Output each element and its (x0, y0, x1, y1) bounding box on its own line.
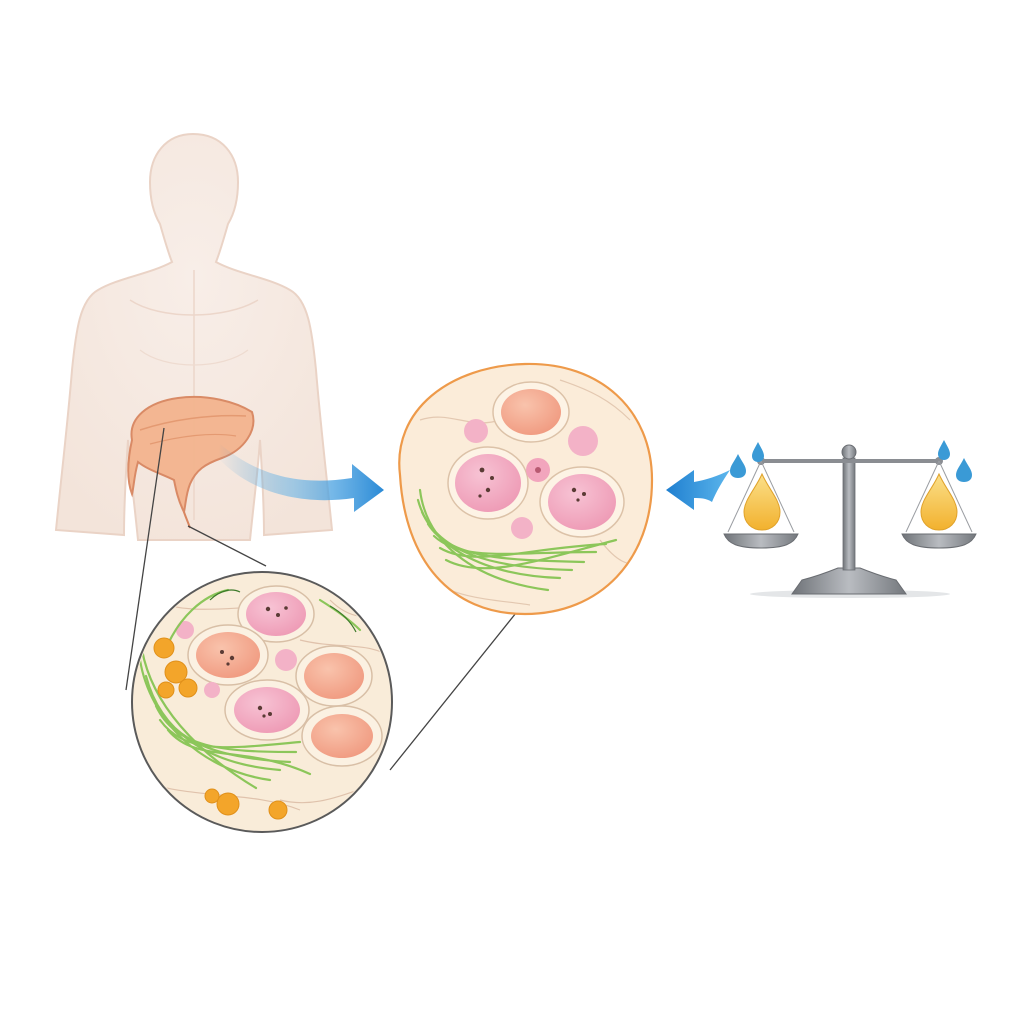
scale-base (791, 567, 907, 595)
pink-nucleus (455, 454, 521, 512)
small-pink-cell (275, 649, 297, 671)
scale-left-pan (723, 460, 799, 549)
balance-scale (723, 440, 977, 598)
water-droplet-icon (730, 454, 746, 478)
scale-right-pan (901, 460, 977, 549)
small-pink-cell (511, 517, 533, 539)
flow-arrow-body (666, 470, 730, 510)
water-droplet-icon (956, 458, 972, 482)
small-pink-cell (568, 426, 598, 456)
pink-nucleus (234, 687, 300, 733)
fat-droplet (204, 788, 220, 804)
small-pink-cell (464, 419, 488, 443)
zoom-callout-lines (125, 427, 521, 771)
fat-droplet (157, 681, 175, 699)
rib-contour (139, 349, 249, 366)
islet-cell-cluster (398, 362, 654, 616)
islet-outline (398, 362, 654, 616)
flow-arrow-body (218, 444, 384, 512)
oil-droplet-left (743, 472, 781, 531)
fat-droplet (216, 792, 240, 816)
callout-line-left (125, 427, 165, 691)
arrow-islet-to-scale (666, 470, 730, 510)
callout-line-islet (389, 607, 521, 771)
oil-droplet-right (920, 472, 958, 531)
scale-pivot (841, 444, 857, 460)
pink-nucleus (246, 592, 306, 636)
pancreas-fold (149, 433, 237, 445)
fat-droplet (178, 678, 198, 698)
small-pink-cell (204, 682, 220, 698)
salmon-nucleus (304, 653, 364, 699)
tissue-zoom-lens (131, 571, 393, 833)
lens-outline (131, 571, 393, 833)
pink-nucleus (548, 474, 616, 530)
arrow-organ-to-islet (218, 444, 384, 512)
scale-beam (760, 459, 940, 463)
fat-droplet (164, 660, 188, 684)
salmon-nucleus (196, 632, 260, 678)
pancreas-body (127, 396, 255, 516)
fat-droplet (153, 637, 175, 659)
fat-droplet (268, 800, 288, 820)
salmon-nucleus (311, 714, 373, 758)
water-droplet-icon (938, 440, 950, 460)
scale-pillar (842, 457, 856, 571)
pancreas-fold (139, 414, 247, 431)
human-torso-figure (54, 132, 334, 541)
chest-contour (129, 299, 259, 316)
small-pink-cell (176, 621, 194, 639)
salmon-nucleus (501, 389, 561, 435)
water-droplet-icon (752, 442, 764, 462)
callout-line-right (187, 525, 267, 567)
